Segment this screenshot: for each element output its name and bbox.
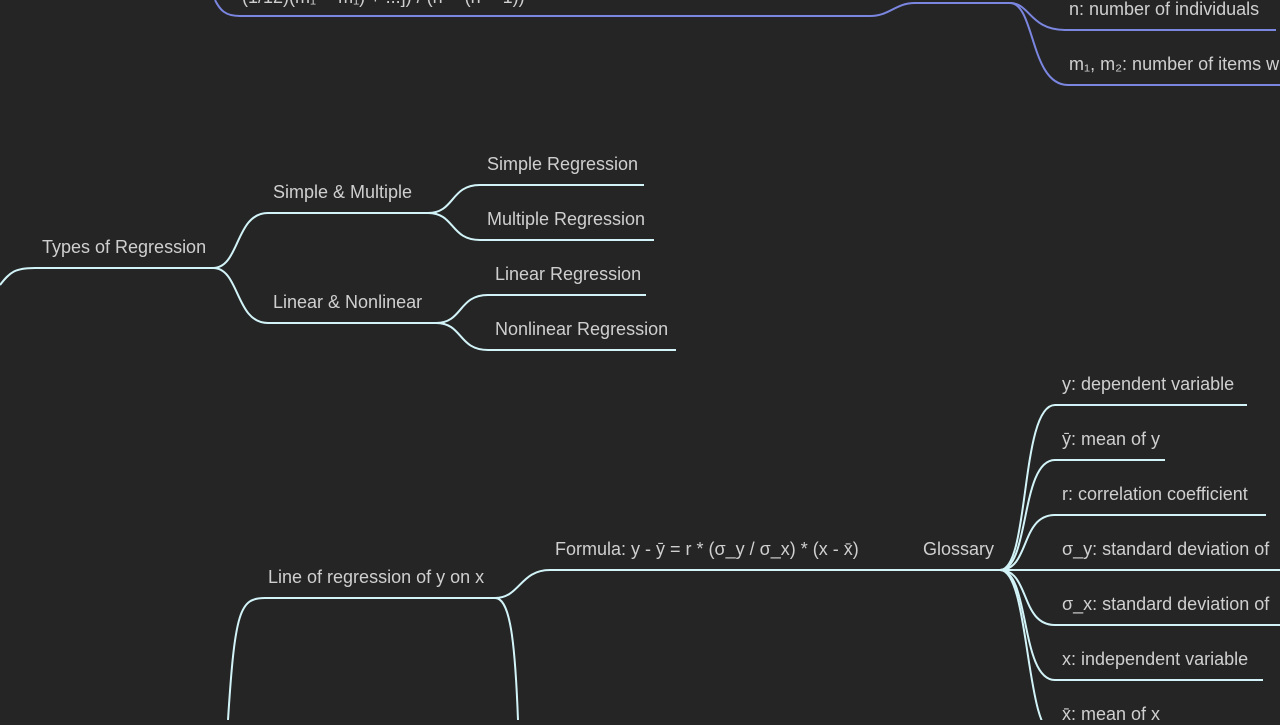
types-of-regression-node[interactable]: Types of Regression [42,237,207,257]
glossary-item[interactable]: m₁, m₂: number of items w [1069,54,1280,74]
link-multiple-regression [427,212,654,241]
link-simple-multiple [212,212,428,269]
link-linear-regression [435,294,646,324]
link-m [1009,2,1280,86]
glossary-item[interactable]: n: number of individuals [1069,0,1260,19]
glossary-item[interactable]: σ_y: standard deviation of [1062,539,1270,559]
link-formula [494,569,1000,599]
glossary-item[interactable]: y: dependent variable [1062,374,1235,394]
link-simple-regression [427,184,644,214]
line-of-regression-node[interactable]: Line of regression of y on x [268,567,485,587]
top-formula-node[interactable]: (1/12)(m₁³ - m₁) + ...]) / (n³ - (n² - 1… [242,0,525,8]
glossary-item[interactable]: x̄: mean of x [1062,704,1161,724]
simple-regression-node[interactable]: Simple Regression [487,154,639,174]
link-types [0,267,213,286]
link-nonlinear-regression [435,322,676,351]
linear-nonlinear-node[interactable]: Linear & Nonlinear [273,292,423,312]
link-top-formula [214,0,1010,17]
link-linear-nonlinear [212,267,436,324]
glossary-item[interactable]: ȳ: mean of y [1062,429,1161,449]
linear-regression-node[interactable]: Linear Regression [495,264,642,284]
simple-multiple-node[interactable]: Simple & Multiple [273,182,413,202]
nonlinear-regression-node[interactable]: Nonlinear Regression [495,319,669,339]
link-down [494,597,519,720]
formula-node[interactable]: Formula: y - ȳ = r * (σ_y / σ_x) * (x - … [555,539,859,559]
link-line-yx [227,597,495,720]
multiple-regression-node[interactable]: Multiple Regression [487,209,646,229]
glossary-item[interactable]: r: correlation coefficient [1062,484,1248,504]
glossary-item[interactable]: σ_x: standard deviation of [1062,594,1270,614]
glossary-item[interactable]: x: independent variable [1062,649,1249,669]
glossary-node[interactable]: Glossary [923,539,995,559]
